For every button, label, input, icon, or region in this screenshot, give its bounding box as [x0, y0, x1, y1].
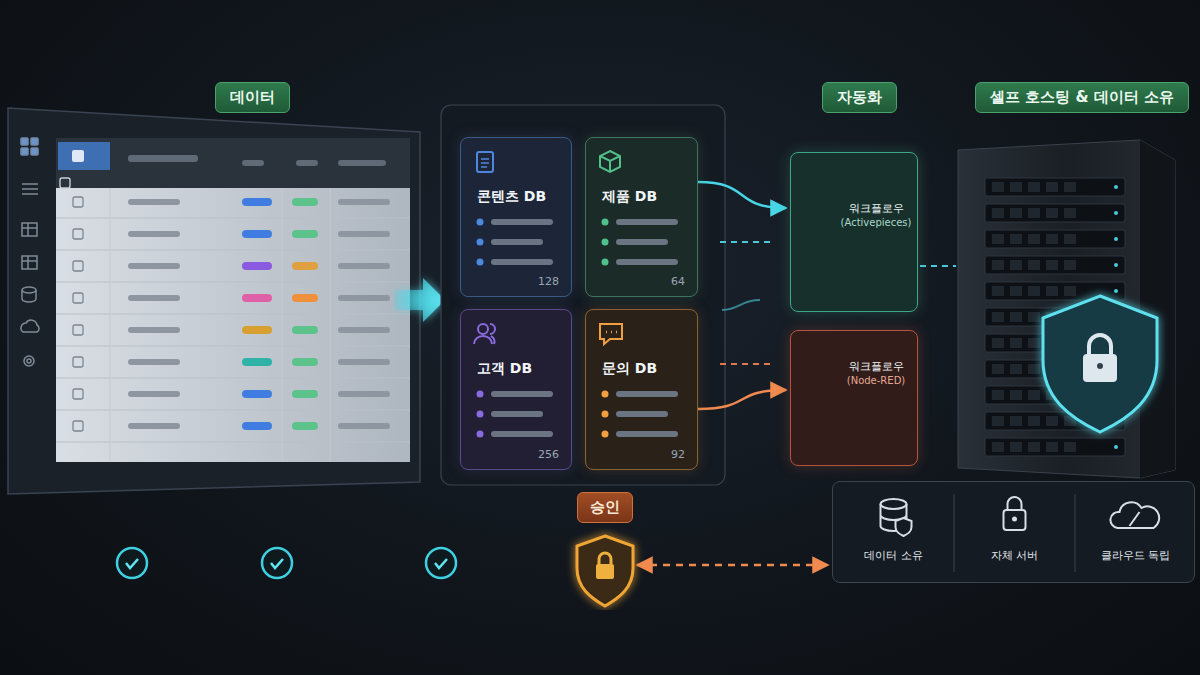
- section-label: 자동화: [822, 82, 897, 113]
- workflow-box: 워크플로우(Node-RED): [790, 330, 918, 466]
- feature-label: 클라우드 독립: [1075, 548, 1196, 563]
- approval-label: 승인: [577, 492, 633, 523]
- database-card: 고객 DB 256: [460, 309, 572, 470]
- feature-label: 데이터 소유: [833, 548, 954, 563]
- card-title: 문의 DB: [602, 360, 657, 378]
- card-icon: [586, 310, 699, 471]
- connector: [637, 564, 828, 567]
- workflow-box: 워크플로우(Activepieces): [790, 152, 918, 312]
- spreadsheet: [8, 108, 420, 494]
- feature-label: 자체 서버: [954, 548, 1075, 563]
- record-count: 256: [538, 448, 559, 461]
- server-rack: [958, 140, 1175, 478]
- workflow-tool: (Activepieces): [837, 217, 915, 228]
- workflow-title: 워크플로우: [837, 201, 915, 216]
- workflow-tool: (Node-RED): [837, 375, 915, 386]
- card-title: 콘텐츠 DB: [477, 188, 546, 206]
- record-count: 128: [538, 275, 559, 288]
- connector: [698, 182, 786, 208]
- card-icon: [586, 138, 699, 298]
- database-card: 문의 DB 92: [585, 309, 698, 470]
- workflow-title: 워크플로우: [837, 359, 915, 374]
- section-label: 데이터: [215, 82, 290, 113]
- approval-gate: 승인: [563, 492, 647, 610]
- database-card: 제품 DB 64: [585, 137, 698, 297]
- record-count: 64: [671, 275, 685, 288]
- feature-icons: [833, 482, 1196, 584]
- database-card: 콘텐츠 DB 128: [460, 137, 572, 297]
- connector: [698, 390, 786, 409]
- card-icon: [461, 310, 573, 471]
- record-count: 92: [671, 448, 685, 461]
- section-label: 셀프 호스팅 & 데이터 소유: [975, 82, 1189, 113]
- card-title: 제품 DB: [602, 188, 657, 206]
- feature-panel: 데이터 소유자체 서버클라우드 독립: [832, 481, 1195, 583]
- card-title: 고객 DB: [477, 360, 532, 378]
- card-icon: [461, 138, 573, 298]
